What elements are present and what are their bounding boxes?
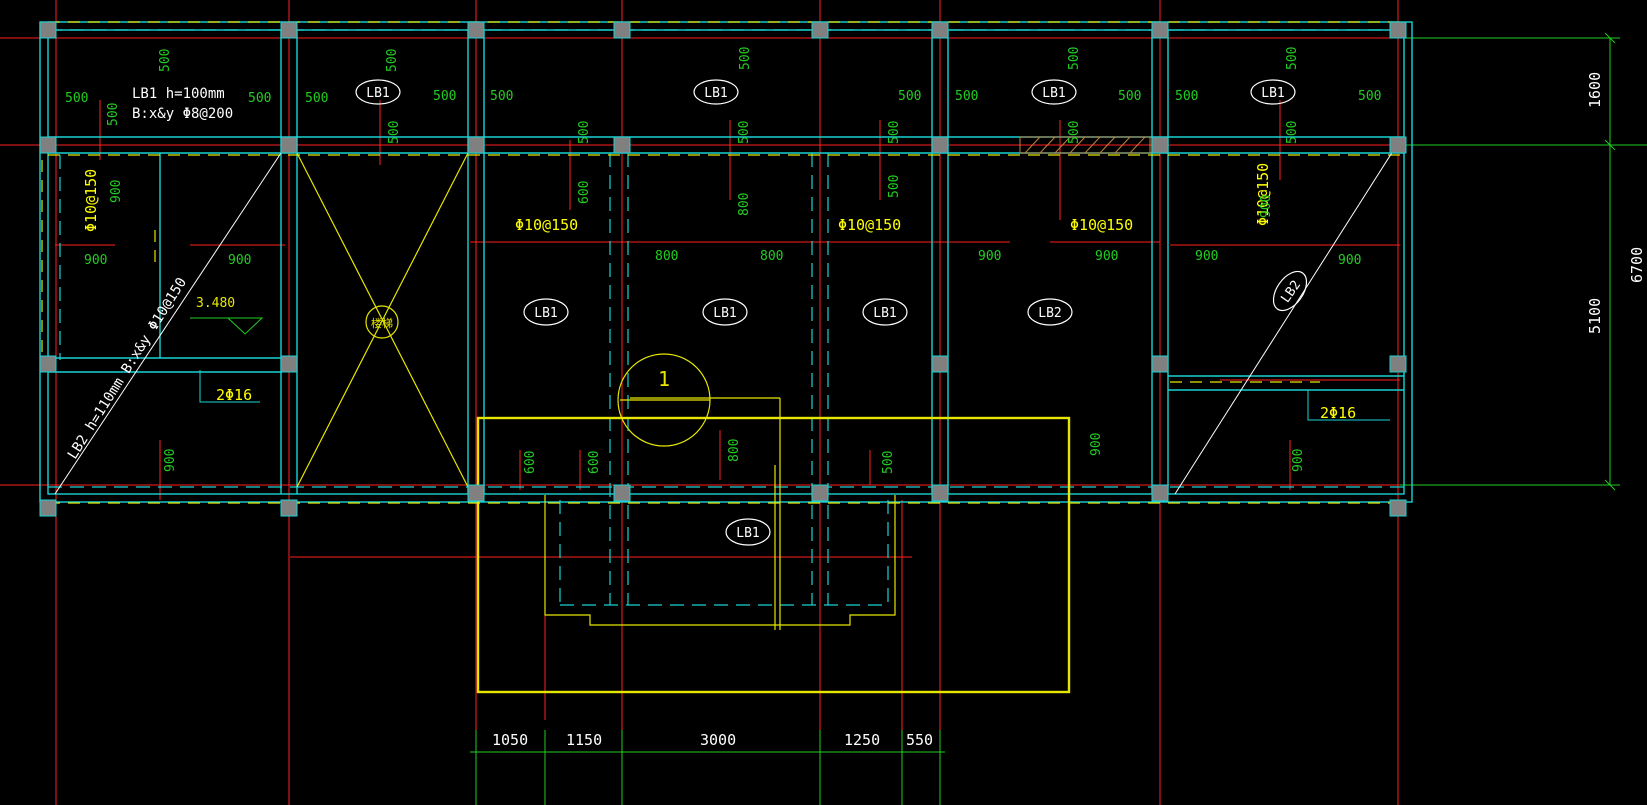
- dim-800-2: 800: [760, 249, 783, 264]
- vdim-500-4: 500: [1067, 47, 1082, 70]
- slab-tag-lb1-e: LB1: [534, 306, 557, 321]
- vdim-500-6: 500: [106, 103, 121, 126]
- dim-900-2: 900: [228, 253, 251, 268]
- vdim-900-3: 900: [163, 449, 178, 472]
- dim-900-6: 900: [1338, 253, 1361, 268]
- note-line-1: LB1 h=100mm: [132, 86, 225, 102]
- right-dim-2: 5100: [1586, 298, 1604, 334]
- inner-dimensions: 900 900 900 600 800 800 800 500 900 900 …: [84, 175, 1361, 474]
- vdim-900-4: 900: [1089, 433, 1104, 456]
- bottom-dim-4: 1250: [844, 731, 880, 749]
- vdim-800-1: 800: [737, 193, 752, 216]
- dim-500-4: 500: [433, 89, 456, 104]
- vdim-500-7: 500: [387, 121, 402, 144]
- dim-900-4: 900: [1095, 249, 1118, 264]
- rebar-label-1: Φ10@150: [515, 216, 578, 234]
- vdim-600-2: 600: [523, 451, 538, 474]
- rebar-labels: Φ10@150 Φ10@150 Φ10@150 Φ10@150 Φ10@150 …: [82, 163, 1356, 422]
- right-dim-1: 1600: [1586, 72, 1604, 108]
- right-dimensions: 1600 5100 6700: [1586, 72, 1646, 334]
- vdim-900-2: 900: [1259, 195, 1274, 218]
- slab-tag-lb2-a: LB2: [1038, 306, 1061, 321]
- lb2-note-group: LB2 h=110mm B:x&y Φ10@150 3.480: [65, 275, 264, 462]
- vdim-600-1: 600: [577, 181, 592, 204]
- dashed-beams: [48, 29, 1404, 606]
- vdim-500-2: 500: [385, 49, 400, 72]
- rebar-label-2: Φ10@150: [838, 216, 901, 234]
- vdim-500-b: 500: [881, 451, 896, 474]
- dim-800-1: 800: [655, 249, 678, 264]
- dim-900-5: 900: [1195, 249, 1218, 264]
- vdim-500-9: 500: [737, 121, 752, 144]
- note-line-2: B:x&y Φ8@200: [132, 106, 233, 122]
- dim-500-6: 500: [898, 89, 921, 104]
- slab-diagonals: [54, 139, 1401, 495]
- right-dim-3: 6700: [1628, 247, 1646, 283]
- slab-tag-labels: LB1 LB1 LB1 LB1 LB1 LB1 LB1 LB2 LB1 LB2 …: [366, 86, 1304, 541]
- dim-500-3: 500: [305, 91, 328, 106]
- slab-tag-lb1-g: LB1: [873, 306, 896, 321]
- vdim-900-1: 900: [109, 180, 124, 203]
- elevation-label: 3.480: [196, 296, 235, 311]
- stair-label: 楼梯: [371, 316, 393, 330]
- top-dimensions: 500 500 500 500 500 500 500 500 500 500 …: [65, 47, 1381, 144]
- slab-tag-lb2-b: LB2: [1278, 278, 1304, 306]
- detail-marker: 1: [658, 367, 670, 391]
- dim-500-9: 500: [1175, 89, 1198, 104]
- vdim-500-m: 500: [887, 175, 902, 198]
- dim-500-5: 500: [490, 89, 513, 104]
- rebar-label-4: Φ10@150: [82, 169, 100, 232]
- bar-leaders: [199, 370, 1390, 421]
- lb2-note: LB2 h=110mm B:x&y Φ10@150: [65, 275, 190, 462]
- bottom-dim-5: 550: [906, 731, 933, 749]
- vdim-500-8: 500: [577, 121, 592, 144]
- dim-500-10: 500: [1358, 89, 1381, 104]
- vdim-500-5: 500: [1285, 47, 1300, 70]
- hatch-patch: [1019, 136, 1151, 154]
- dimension-lines: [470, 32, 1647, 805]
- bottom-dim-1: 1050: [492, 731, 528, 749]
- slab-tags: [355, 79, 1308, 546]
- dim-500-1: 500: [65, 91, 88, 106]
- dim-900-1: 900: [84, 253, 107, 268]
- vdim-500-1: 500: [158, 49, 173, 72]
- vdim-500-3: 500: [738, 47, 753, 70]
- slab-tag-lb1-a: LB1: [366, 86, 389, 101]
- bottom-dim-3: 3000: [700, 731, 736, 749]
- bottom-dimensions: 1050 1150 3000 1250 550: [492, 731, 933, 749]
- slab-outlines: [296, 152, 1071, 694]
- columns: [39, 21, 1407, 517]
- dim-500-2: 500: [248, 91, 271, 106]
- general-note: LB1 h=100mm B:x&y Φ8@200: [132, 86, 233, 122]
- vdim-500-12: 500: [1285, 121, 1300, 144]
- dim-500-8: 500: [1118, 89, 1141, 104]
- vdim-500-11: 500: [1067, 121, 1082, 144]
- dim-500-7: 500: [955, 89, 978, 104]
- walls: [39, 21, 1413, 503]
- rebar-label-5: Φ10@150: [1254, 163, 1272, 226]
- slab-tag-lb1-d: LB1: [1261, 86, 1284, 101]
- slab-tag-lb1-b: LB1: [704, 86, 727, 101]
- slab-tag-lb1-h: LB1: [736, 526, 759, 541]
- bottom-dim-2: 1150: [566, 731, 602, 749]
- bar-label-1: 2Φ16: [216, 386, 252, 404]
- rebar-label-3: Φ10@150: [1070, 216, 1133, 234]
- slab-tag-lb1-c: LB1: [1042, 86, 1065, 101]
- vdim-800-2: 800: [727, 439, 742, 462]
- vdim-900-5: 900: [1291, 449, 1306, 472]
- vdim-500-10: 500: [887, 121, 902, 144]
- dim-900-3: 900: [978, 249, 1001, 264]
- slab-tag-lb1-f: LB1: [713, 306, 736, 321]
- bar-label-2: 2Φ16: [1320, 404, 1356, 422]
- yellow-beams: [41, 21, 1404, 504]
- vdim-600-3: 600: [587, 451, 602, 474]
